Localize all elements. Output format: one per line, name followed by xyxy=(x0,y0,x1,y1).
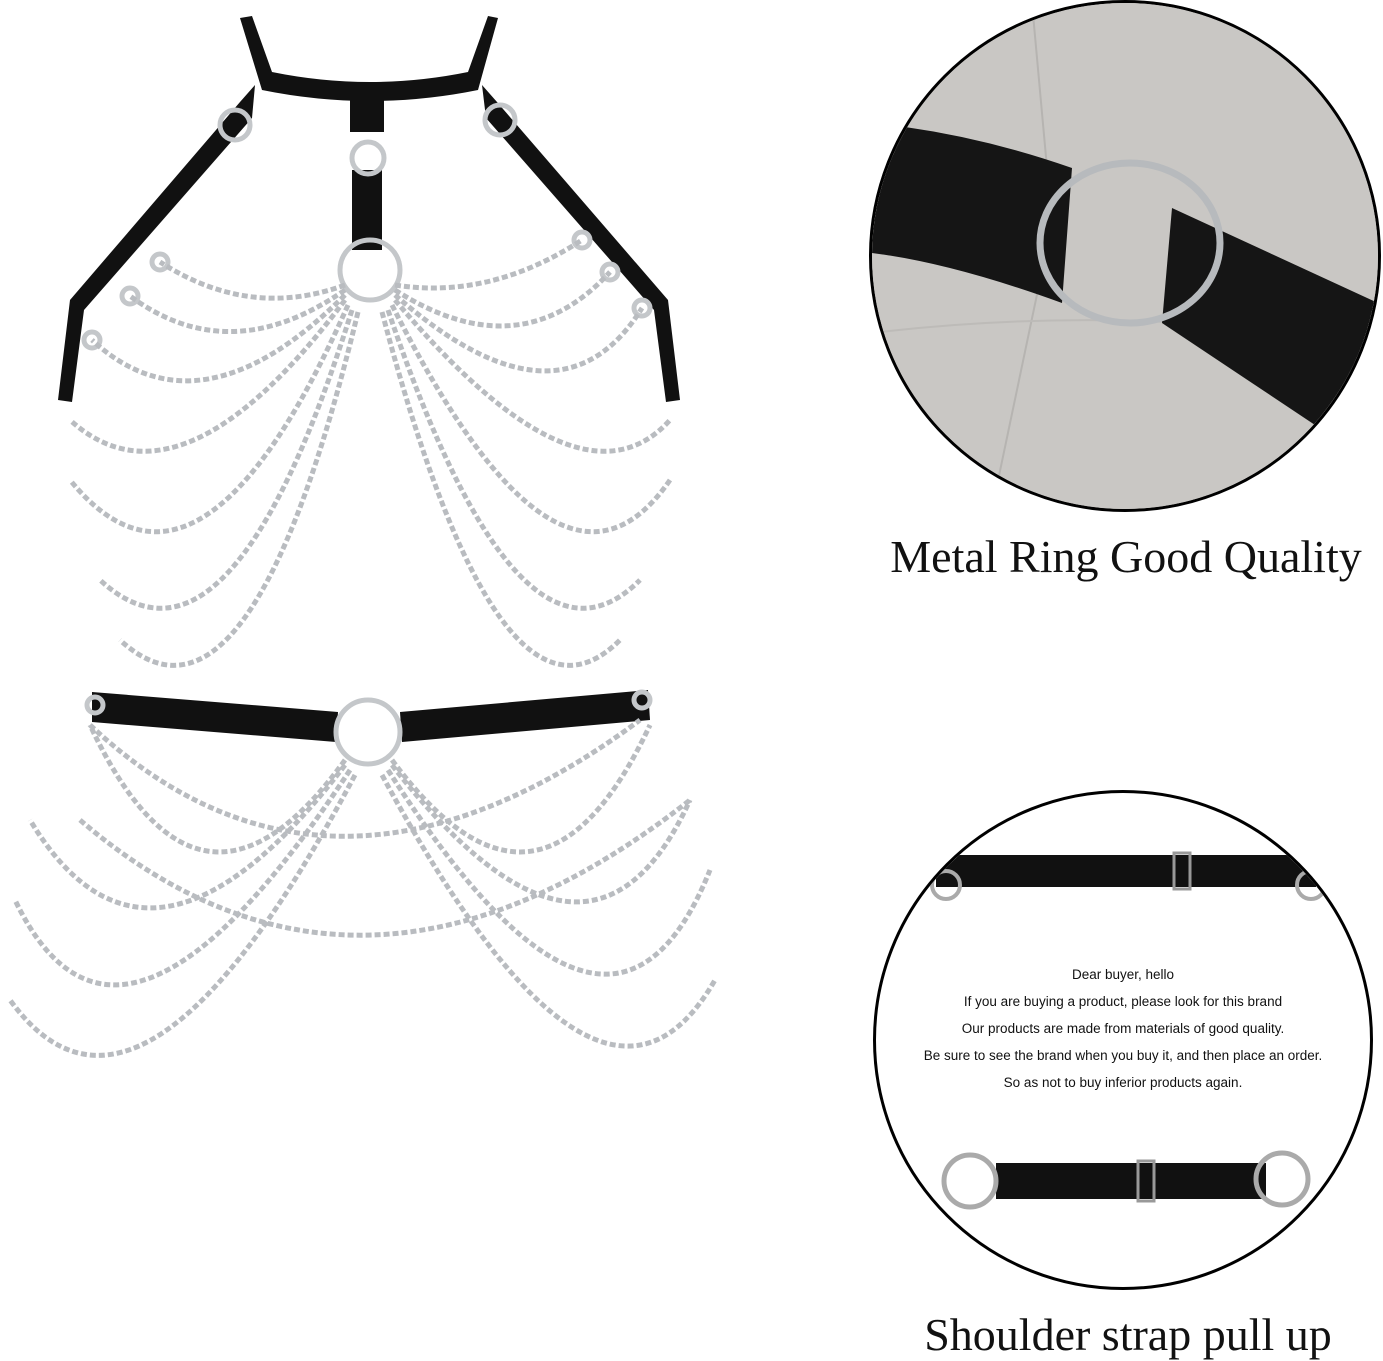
shoulder-ring-right xyxy=(482,102,518,138)
notice-line-1: Dear buyer, hello xyxy=(1071,967,1175,982)
product-image xyxy=(7,16,718,1058)
notice-line-2: If you are buying a product, please look… xyxy=(963,994,1283,1009)
buyer-notice: Dear buyer, hello If you are buying a pr… xyxy=(876,961,1370,1096)
neck-collar xyxy=(240,16,498,101)
strap-adjust-caption: Shoulder strap pull up xyxy=(924,1309,1332,1360)
center-ring xyxy=(337,237,403,303)
shoulder-ring-left xyxy=(217,107,253,143)
notice-line-3: Our products are made from materials of … xyxy=(961,1021,1285,1036)
right-shoulder-strap xyxy=(482,85,680,402)
waist-belt-right xyxy=(400,690,650,742)
notice-line-4: Be sure to see the brand when you buy it… xyxy=(923,1048,1323,1063)
left-shoulder-strap xyxy=(58,85,255,402)
strap-detail-circle: Dear buyer, hello If you are buying a pr… xyxy=(873,790,1373,1290)
center-strap xyxy=(352,170,382,250)
waist-belt-left xyxy=(92,692,338,742)
strap-closeup-image xyxy=(930,851,1327,1210)
ring-quality-caption: Metal Ring Good Quality xyxy=(890,531,1362,582)
ring-closeup-image xyxy=(872,3,1378,509)
notice-line-5: So as not to buy inferior products again… xyxy=(1003,1075,1243,1090)
neck-ring xyxy=(349,139,387,177)
waist-chain xyxy=(7,689,718,1058)
ring-detail-circle xyxy=(869,0,1381,512)
waist-center-ring xyxy=(333,697,403,767)
ring-icon xyxy=(1036,159,1224,327)
chain-harness-top xyxy=(58,16,680,668)
